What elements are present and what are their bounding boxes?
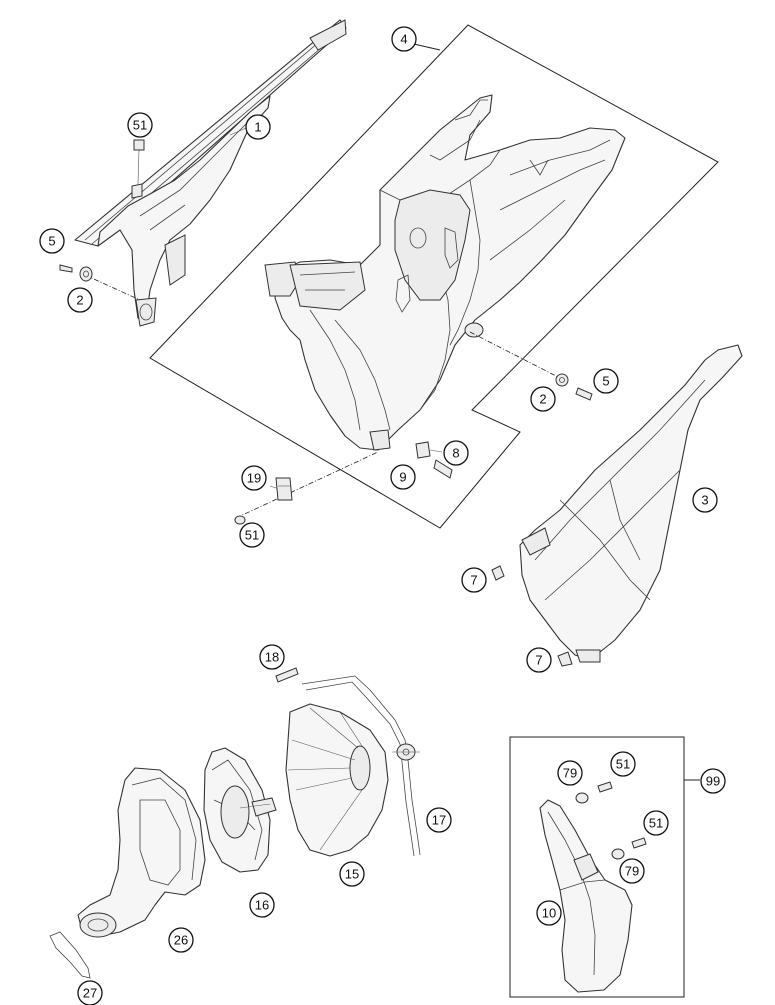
callout-51-kit-upper: 51 [610,751,636,777]
part-27-clamp [49,931,91,979]
callout-99: 99 [700,768,726,794]
callout-15: 15 [339,861,365,887]
svg-text:4: 4 [400,32,407,47]
svg-text:10: 10 [542,906,556,921]
svg-text:17: 17 [432,813,446,828]
svg-text:2: 2 [539,392,546,407]
screw-51-upper [597,781,613,793]
svg-text:2: 2 [76,293,83,308]
callout-19: 19 [241,465,267,491]
svg-text:51: 51 [616,757,630,772]
callout-8: 8 [443,440,469,466]
svg-text:99: 99 [706,774,720,789]
svg-text:27: 27 [83,986,97,1001]
assembly-frame-4 [149,24,719,529]
svg-text:7: 7 [470,573,477,588]
svg-text:51: 51 [649,816,663,831]
screw-51-lower [631,837,647,849]
callout-5-left: 5 [39,228,65,254]
part-4-airbox [264,94,626,451]
svg-text:5: 5 [602,374,609,389]
callout-16: 16 [249,892,275,918]
part-3-side-panel [519,344,743,663]
svg-text:8: 8 [452,446,459,461]
part-16-filter-support [203,747,277,873]
part-1-rail [74,19,347,327]
callout-3: 3 [692,487,718,513]
part-26-intake-boot [77,767,206,938]
svg-text:3: 3 [701,493,708,508]
callout-9: 9 [390,464,416,490]
svg-text:18: 18 [265,650,279,665]
callout-51-kit-lower: 51 [643,810,669,836]
callout-7-upper: 7 [461,567,487,593]
nut-51-lower [234,515,246,525]
callout-51-top: 51 [127,112,153,138]
callout-51-mid: 51 [239,522,265,548]
svg-text:51: 51 [133,118,147,133]
callout-27: 27 [77,980,103,1005]
kit-box-99 [509,736,685,998]
svg-text:15: 15 [345,867,359,882]
callout-79-upper: 79 [557,760,583,786]
washer-79-upper [575,792,589,804]
svg-text:51: 51 [245,528,259,543]
svg-text:7: 7 [535,653,542,668]
svg-text:1: 1 [254,120,261,135]
callout-1: 1 [245,114,271,140]
clip-7-upper [491,565,505,581]
callout-7-lower: 7 [526,647,552,673]
svg-text:79: 79 [563,766,577,781]
washer-79-lower [611,848,625,860]
left-screw-washer [59,264,93,282]
callout-2-left: 2 [67,287,93,313]
part-18-pin [275,667,299,683]
svg-text:19: 19 [247,471,261,486]
part-17-filter-cage [301,675,421,857]
svg-text:26: 26 [174,933,188,948]
part-19-bracket [275,477,293,501]
svg-text:9: 9 [399,470,406,485]
callout-79-lower: 79 [619,858,645,884]
callout-10: 10 [536,900,562,926]
svg-text:5: 5 [48,234,55,249]
svg-text:79: 79 [625,864,639,879]
callout-4: 4 [391,26,417,52]
callout-26: 26 [168,927,194,953]
parts-8-9 [415,441,453,479]
callout-17: 17 [426,807,452,833]
svg-text:16: 16 [255,898,269,913]
clip-7-lower [557,651,573,667]
callout-2-right: 2 [530,386,556,412]
callout-5-right: 5 [593,368,619,394]
callout-18: 18 [259,644,285,670]
right-screw-washer [555,373,593,401]
part-10-duct [539,799,633,993]
part-15-air-filter [285,703,389,857]
